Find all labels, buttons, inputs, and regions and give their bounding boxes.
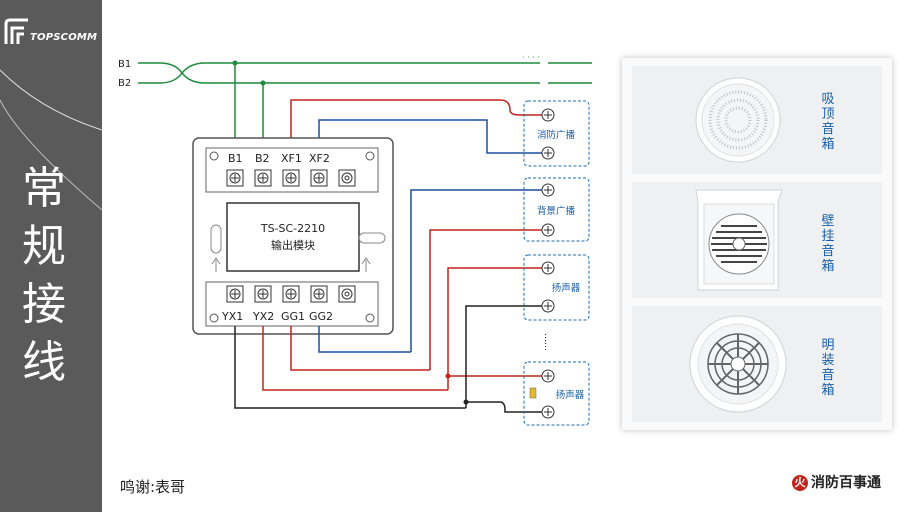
load-terminals xyxy=(541,108,555,419)
module-name: 输出模块 xyxy=(271,238,315,252)
load-box-spk2 xyxy=(523,361,590,426)
bus-label-b2: B2 xyxy=(118,78,131,89)
bus-line-b2 xyxy=(138,62,520,84)
module-label-box xyxy=(226,202,360,272)
load-box-fire xyxy=(523,100,590,167)
ceiling-speaker-icon xyxy=(695,77,781,163)
mount-screw xyxy=(365,151,375,161)
top-screw-terminals xyxy=(226,169,356,187)
terminal-label: B1 xyxy=(228,152,243,165)
load-label-spk2: 扬声器 xyxy=(556,389,585,401)
wire-gg1 xyxy=(290,326,430,371)
junction-dot xyxy=(463,399,469,405)
mount-screw xyxy=(209,151,219,161)
card-wall: 壁挂音箱 xyxy=(632,182,882,298)
terminal-label: YX1 xyxy=(221,310,243,323)
terminal-label: GG1 xyxy=(281,310,305,323)
load-box-bg xyxy=(523,177,590,242)
wire-xf1 xyxy=(290,99,548,175)
wire-yx1 xyxy=(234,326,466,409)
top-terminal-strip xyxy=(205,147,379,193)
card-label: 明装音箱 xyxy=(821,338,835,398)
bus-break-mark: · · · · xyxy=(522,53,540,62)
card-label: 吸顶音箱 xyxy=(821,92,835,152)
load-box-spk1 xyxy=(523,254,590,321)
terminal-label: XF2 xyxy=(309,152,330,165)
card-ceiling: 吸顶音箱 xyxy=(632,66,882,174)
terminal-label: GG2 xyxy=(309,310,333,323)
bus-label-b1: B1 xyxy=(118,59,131,70)
slot xyxy=(210,224,222,254)
decor-curve xyxy=(0,99,103,211)
card-surface: 明装音箱 xyxy=(632,306,882,422)
wall-speaker-icon xyxy=(695,189,783,291)
module-model: TS-SC-2210 xyxy=(260,222,325,235)
wire-gg2 xyxy=(318,326,411,353)
bottom-screw-terminals xyxy=(226,285,356,303)
terminal-label: B2 xyxy=(255,152,270,165)
bus-line-b1 xyxy=(138,62,520,84)
bottom-terminal-strip xyxy=(205,281,379,327)
surface-speaker-icon xyxy=(689,315,787,413)
brand-footer: 火消防百事通 xyxy=(792,472,881,492)
page-title: 常规接线 xyxy=(22,163,66,388)
topscomm-logo-icon xyxy=(4,18,28,44)
load-label-bg: 背景广播 xyxy=(537,205,576,217)
terminal-resistor-icon xyxy=(529,387,537,399)
mount-screw xyxy=(209,313,219,323)
wire-bg-blue xyxy=(410,189,548,352)
fire-logo-icon: 火 xyxy=(792,475,808,491)
left-band: TOPSCOMM 常规接线 xyxy=(0,0,102,512)
wire-spk1-red xyxy=(447,267,548,390)
credit-text: 鸣谢:表哥 xyxy=(120,478,186,496)
wire-bg-red xyxy=(429,229,548,370)
decor-curve xyxy=(0,69,103,131)
arrow-up-icon xyxy=(211,257,221,272)
bus-line-tail xyxy=(520,62,592,84)
wire-spk1-black xyxy=(465,305,548,408)
load-ellipsis: …… xyxy=(542,333,552,351)
wire-spk2-black xyxy=(466,401,548,413)
junction-dot xyxy=(445,373,451,379)
wire-yx2 xyxy=(262,326,448,391)
mount-screw xyxy=(365,313,375,323)
load-label-spk1: 扬声器 xyxy=(552,282,581,294)
logo: TOPSCOMM xyxy=(4,18,97,50)
brand-footer-text: 消防百事通 xyxy=(811,475,881,491)
terminal-label: XF1 xyxy=(281,152,302,165)
card-label: 壁挂音箱 xyxy=(821,214,835,274)
load-label-fire: 消防广播 xyxy=(537,129,576,141)
arrow-up-icon xyxy=(361,257,371,272)
terminal-label: YX2 xyxy=(252,310,274,323)
brand-name: TOPSCOMM xyxy=(30,32,98,43)
slot xyxy=(358,232,386,244)
